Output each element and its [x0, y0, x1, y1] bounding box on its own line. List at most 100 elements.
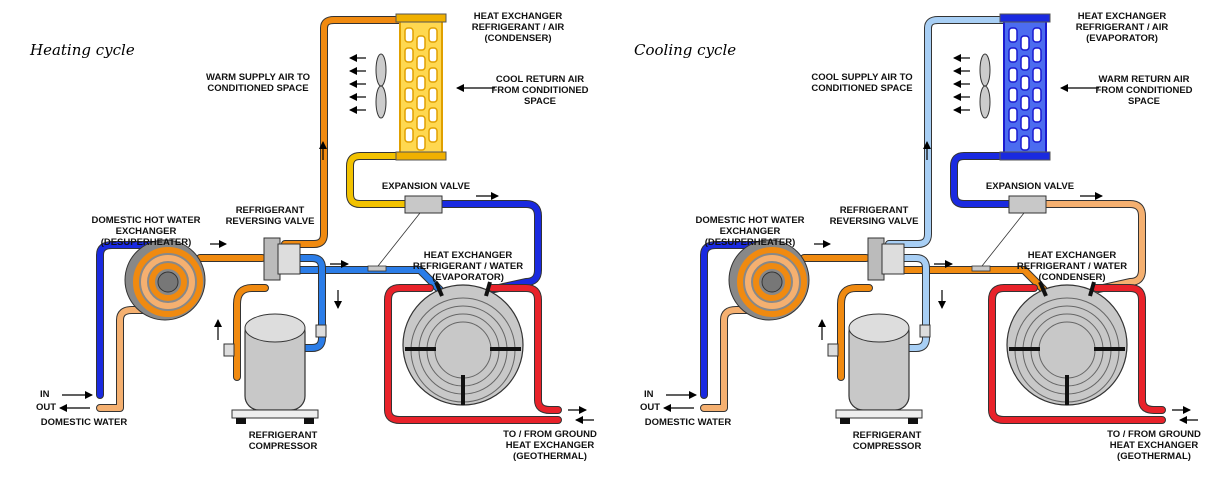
label-air-heat-exchanger-line: (EVAPORATOR): [1086, 33, 1158, 44]
sensing-bulb: [971, 265, 991, 272]
fan-blade-icon: [375, 53, 387, 87]
label-desuperheater-line: (DESUPERHEATER): [705, 237, 796, 248]
fan-blade-icon: [375, 85, 387, 119]
air-coil-tube: [404, 127, 414, 143]
label-air-heat-exchanger-line: REFRIGERANT / AIR: [472, 22, 565, 33]
air-coil-bottom-header: [395, 151, 447, 161]
air-coil-tube: [416, 55, 426, 71]
compressor-foot: [304, 418, 314, 424]
air-coil-tube: [416, 115, 426, 131]
expansion-valve: [1008, 195, 1047, 214]
label-supply-air-line: COOL SUPPLY AIR TO: [811, 72, 912, 83]
pipe-ground-loop-in: [1093, 285, 1165, 413]
air-coil-tube: [1008, 27, 1018, 43]
label-in-line: IN: [644, 389, 654, 400]
pipe-domestic-water-out-outline: [96, 306, 169, 412]
air-coil-tube: [1008, 127, 1018, 143]
pipe-ground-loop-out: [989, 285, 1165, 423]
label-air-heat-exchanger-line: REFRIGERANT / AIR: [1076, 22, 1169, 33]
desuperheater-core: [761, 271, 783, 293]
pipe-ground-loop-out: [385, 285, 561, 423]
panel-title: Cooling cycle: [634, 41, 736, 59]
label-ground-loop-line: HEAT EXCHANGER: [506, 440, 595, 451]
pipe-valve-to-compressor: [287, 255, 325, 351]
label-expansion-valve: EXPANSION VALVE: [986, 181, 1074, 192]
label-compressor-line: REFRIGERANT: [249, 430, 318, 441]
compressor-base: [835, 409, 923, 419]
air-coil-tube: [404, 27, 414, 43]
air-coil-tube: [404, 87, 414, 103]
label-in: IN: [644, 389, 654, 400]
sensing-bulb-line: [377, 212, 421, 267]
label-ground-heat-exchanger-line: REFRIGERANT / WATER: [413, 261, 523, 272]
desuperheater-coil: [149, 263, 187, 301]
desuperheater-coil: [745, 255, 799, 309]
label-ground-loop-line: (GEOTHERMAL): [513, 451, 587, 462]
label-reversing-valve-line: REFRIGERANT: [840, 205, 909, 216]
air-coil-tube: [404, 67, 414, 83]
pipe-coil-to-expansion-outline: [950, 152, 1013, 208]
label-out: OUT: [640, 402, 660, 413]
pipe-expansion-to-ground-hx: [439, 201, 541, 293]
desuperheater-coil: [737, 247, 807, 317]
label-air-heat-exchanger-line: HEAT EXCHANGER: [474, 11, 563, 22]
label-out: OUT: [36, 402, 56, 413]
pipe-compressor-discharge: [234, 285, 268, 380]
label-desuperheater-line: EXCHANGER: [720, 226, 781, 237]
compressor-fitting: [223, 343, 235, 357]
sensing-bulb: [367, 265, 387, 272]
label-compressor-line: REFRIGERANT: [853, 430, 922, 441]
compressor-fitting: [827, 343, 839, 357]
air-coil-tube: [428, 27, 438, 43]
label-air-heat-exchanger-line: HEAT EXCHANGER: [1078, 11, 1167, 22]
compressor-base: [231, 409, 319, 419]
pipe-domestic-water-in: [701, 242, 767, 398]
pipe-compressor-discharge: [838, 285, 872, 380]
air-coil-top-header: [999, 13, 1051, 23]
pipe-valve-to-coil: [886, 17, 1015, 247]
air-coil-tube: [428, 127, 438, 143]
label-desuperheater-line: DOMESTIC HOT WATER: [695, 215, 804, 226]
air-coil-tube: [1008, 67, 1018, 83]
label-supply-air-line: CONDITIONED SPACE: [207, 83, 308, 94]
label-ground-loop-line: (GEOTHERMAL): [1117, 451, 1191, 462]
pipe-valve-to-ground-hx: [901, 267, 1047, 293]
reversing-valve-body: [881, 243, 905, 275]
desuperheater-core: [157, 271, 179, 293]
air-coil-tube: [1008, 107, 1018, 123]
compressor-dome: [244, 313, 306, 343]
air-coil-tube: [404, 47, 414, 63]
label-air-heat-exchanger-line: (CONDENSER): [484, 33, 551, 44]
ground-hx-port: [484, 281, 492, 297]
label-return-air-line: FROM CONDITIONED: [1095, 85, 1192, 96]
label-in: IN: [40, 389, 50, 400]
label-domestic-water-line: DOMESTIC WATER: [41, 417, 128, 428]
label-expansion-valve-line: EXPANSION VALVE: [986, 181, 1074, 192]
label-reversing-valve-line: REVERSING VALVE: [226, 216, 315, 227]
pipe-domestic-water-in: [97, 242, 163, 398]
pipe-expansion-to-ground-hx: [1043, 201, 1145, 293]
label-ground-heat-exchanger-line: HEAT EXCHANGER: [424, 250, 513, 261]
label-supply-air-line: WARM SUPPLY AIR TO: [206, 72, 310, 83]
desuperheater-coil: [141, 255, 195, 309]
pipe-valve-to-compressor: [891, 255, 929, 351]
air-coil-tube: [1020, 35, 1030, 51]
air-coil-tube: [428, 67, 438, 83]
label-compressor-line: COMPRESSOR: [249, 441, 318, 452]
air-coil-tube: [1020, 55, 1030, 71]
air-coil-tube: [416, 75, 426, 91]
air-coil-tube: [1008, 47, 1018, 63]
air-coil-tube: [1032, 107, 1042, 123]
label-compressor-line: COMPRESSOR: [853, 441, 922, 452]
label-expansion-valve-line: EXPANSION VALVE: [382, 181, 470, 192]
pipe-valve-to-ground-hx: [297, 267, 443, 293]
